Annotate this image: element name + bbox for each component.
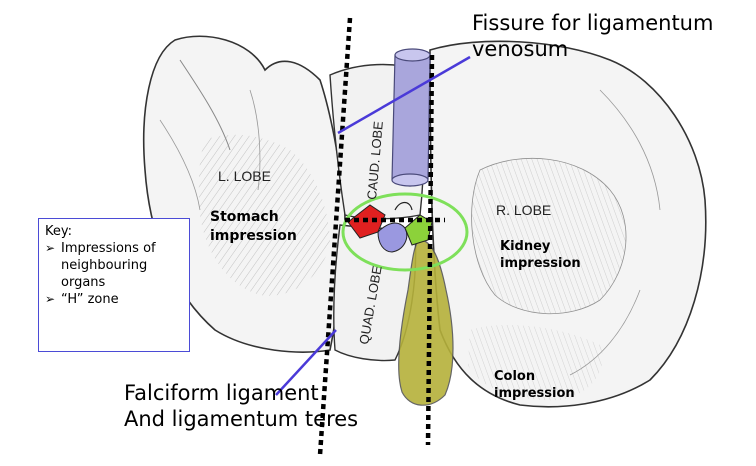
stomach-impression-label: Stomach impression: [210, 209, 297, 244]
inferior-vena-cava: [391, 54, 431, 187]
fissure-callout-line: [337, 55, 471, 135]
key-item-h-zone: “H” zone: [45, 291, 183, 308]
fissure-callout-label: Fissure for ligamentum venosum: [472, 11, 714, 61]
key-legend: Key: Impressions of neighbouring organs …: [38, 218, 190, 352]
stomach-impression-area: [198, 134, 330, 296]
caudate-lobe-label: CAUD. LOBE: [364, 120, 386, 200]
falciform-callout-line: [275, 329, 337, 396]
key-item-impressions: Impressions of neighbouring organs: [45, 240, 183, 291]
gallbladder: [398, 239, 454, 406]
key-title: Key:: [45, 224, 73, 239]
portal-vein: [377, 222, 408, 253]
bile-duct: [404, 214, 433, 246]
colon-impression-area: [468, 325, 603, 401]
h-zone-circle: [341, 192, 469, 272]
h-zone-left-vertical-line: [317, 17, 353, 456]
left-lobe-label: L. LOBE: [218, 168, 271, 184]
colon-impression-label: Colon impression: [494, 369, 575, 401]
falciform-callout-label: Falciform ligament And ligamentum teres: [124, 381, 359, 431]
kidney-impression-label: Kidney impression: [500, 239, 581, 271]
h-zone-right-vertical-line: [425, 54, 435, 446]
kidney-impression-area: [471, 157, 627, 315]
right-lobe-label: R. LOBE: [496, 202, 552, 218]
